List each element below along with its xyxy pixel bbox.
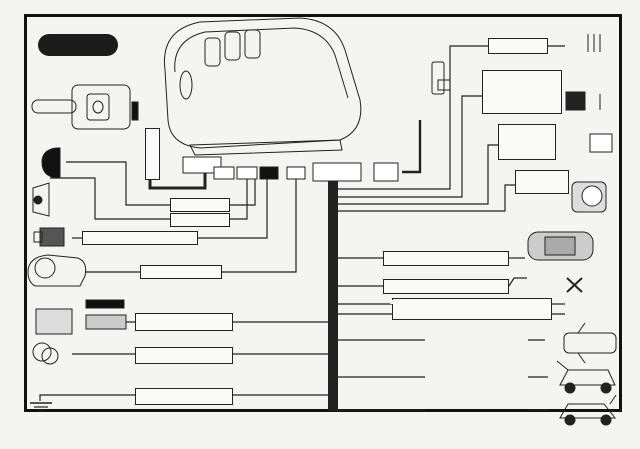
diagram-frame — [24, 14, 622, 412]
disabled-icon — [566, 277, 583, 293]
control-led-box — [170, 198, 230, 212]
connector-blocks — [182, 156, 399, 182]
car-hood-open-icon — [556, 360, 616, 394]
brand-logo — [38, 34, 118, 56]
car-doors-open-icon — [563, 322, 617, 364]
parking-lights-2-box — [383, 279, 509, 294]
shock-sensor-box — [140, 265, 222, 279]
remote-control-icon — [163, 17, 362, 156]
car-trunk-open-icon — [559, 394, 617, 426]
door-switch-icon — [587, 34, 601, 52]
spacer-2 — [392, 300, 398, 302]
battery-icon — [35, 299, 127, 335]
spacer-3 — [390, 302, 396, 304]
shock-sensor-icon — [27, 254, 87, 287]
door-button-pos-box — [488, 38, 548, 54]
siren-icon — [571, 181, 607, 213]
ground-box — [135, 388, 233, 405]
immobilizer-output-box — [392, 298, 552, 320]
program-button-box — [170, 213, 230, 227]
ignition-switch-icon — [32, 342, 59, 365]
lock-actuator-icon — [431, 61, 451, 95]
relay-icon — [589, 133, 613, 153]
hood-switch-box — [82, 231, 198, 245]
window-lift-icon — [565, 91, 601, 111]
hood-pin-switch-icon — [33, 227, 65, 247]
led-icon — [41, 147, 61, 179]
ignition-box — [135, 347, 233, 364]
parking-lights-1-box — [383, 251, 509, 266]
siren-output-box — [515, 170, 569, 194]
program-button-icon — [32, 182, 50, 217]
main-power-box — [135, 313, 233, 331]
shock-connector — [259, 166, 279, 180]
car-top-view-icon — [527, 231, 594, 261]
window-output-box — [482, 70, 562, 114]
main-harness — [328, 181, 338, 411]
steering-lock-label — [145, 128, 160, 180]
antenna-module-icon — [31, 84, 139, 130]
trunk-output-box — [498, 124, 556, 160]
